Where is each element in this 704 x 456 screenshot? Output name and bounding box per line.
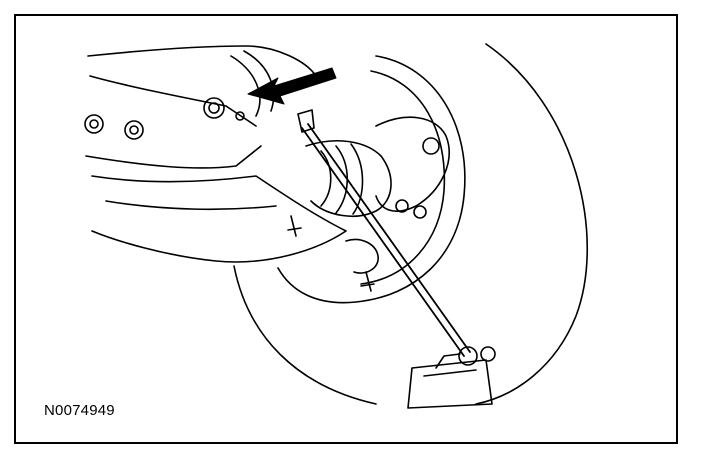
subframe-bolts <box>84 97 245 140</box>
lower-control-arm <box>91 175 347 263</box>
brake-disc-inner <box>360 70 446 285</box>
subframe-edge <box>89 75 257 127</box>
strut-boot <box>230 50 275 117</box>
suspension-illustration <box>84 43 589 409</box>
tire-lower-outline <box>233 265 377 405</box>
knuckle-bolt <box>422 137 440 155</box>
separator-rod <box>301 123 471 357</box>
figure-frame: N0074949 <box>14 14 678 444</box>
subframe-upper <box>87 45 317 77</box>
direction-arrow-icon <box>247 67 337 105</box>
brake-disc <box>277 55 466 304</box>
cv-joint <box>305 140 392 217</box>
ball-joint <box>345 238 379 274</box>
figure-code: N0074949 <box>44 402 115 419</box>
steering-knuckle <box>375 116 450 212</box>
lower-arm-detail <box>105 200 277 211</box>
subframe-lower <box>85 145 262 169</box>
tire-outline <box>475 43 589 405</box>
floor-jack <box>407 346 496 409</box>
